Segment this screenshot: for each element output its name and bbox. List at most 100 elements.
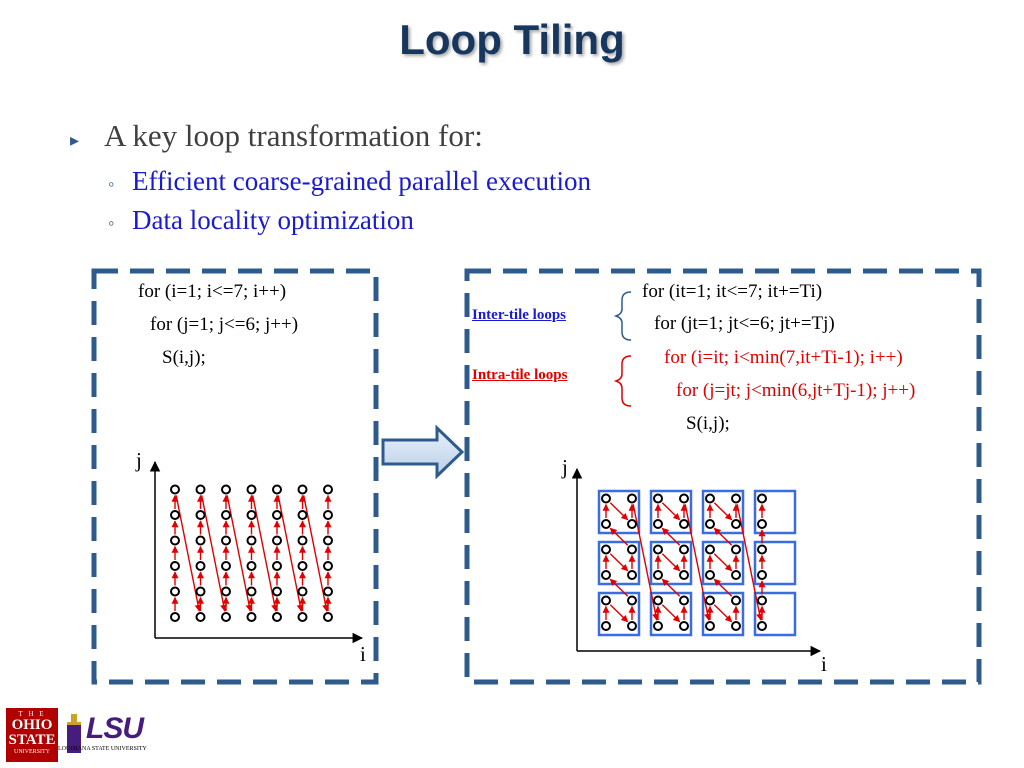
iteration-node bbox=[627, 544, 637, 555]
iteration-node bbox=[246, 484, 257, 495]
iteration-node bbox=[323, 561, 333, 571]
iteration-node bbox=[705, 519, 715, 529]
iteration-node bbox=[297, 561, 308, 571]
iteration-arrow bbox=[609, 604, 629, 623]
iteration-arrow bbox=[175, 495, 202, 612]
iteration-node bbox=[601, 544, 611, 555]
iteration-node bbox=[627, 519, 637, 529]
iteration-node bbox=[601, 595, 611, 606]
iteration-arrow bbox=[609, 578, 629, 597]
iteration-node bbox=[195, 586, 206, 597]
iteration-arrow bbox=[632, 504, 659, 621]
tile-box bbox=[597, 540, 641, 586]
iteration-node bbox=[170, 484, 180, 495]
right-code-line-2: for (jt=1; jt<=6; jt+=Tj) bbox=[654, 313, 835, 334]
transform-arrow-icon bbox=[381, 424, 465, 480]
iteration-arrow bbox=[609, 527, 629, 546]
iteration-node bbox=[601, 570, 611, 580]
tile-box bbox=[701, 540, 745, 586]
iteration-arrow bbox=[713, 578, 733, 597]
iteration-node bbox=[679, 595, 689, 606]
right-code-line-4: for (j=jt; j<min(6,jt+Tj-1); j++) bbox=[676, 380, 916, 401]
iteration-node bbox=[221, 535, 231, 546]
tile-box bbox=[753, 489, 797, 535]
iteration-arrow bbox=[713, 553, 733, 572]
iteration-arrow bbox=[251, 495, 279, 612]
right-code-line-1: for (it=1; it<=7; it+=Ti) bbox=[642, 281, 823, 302]
right-x-axis-label: i bbox=[821, 652, 827, 676]
tile-box bbox=[597, 489, 641, 535]
iteration-node bbox=[601, 621, 611, 631]
iteration-node bbox=[627, 493, 637, 504]
iteration-arrow bbox=[713, 604, 733, 623]
iteration-node bbox=[272, 510, 282, 520]
iteration-node bbox=[731, 519, 741, 529]
iteration-arrow bbox=[609, 553, 629, 572]
iteration-arrow bbox=[661, 604, 681, 623]
iteration-node bbox=[323, 612, 333, 622]
bullet-main-text: A key loop transformation for: bbox=[104, 118, 483, 153]
iteration-node bbox=[627, 595, 637, 606]
iteration-arrow bbox=[713, 527, 733, 546]
iteration-node bbox=[757, 493, 767, 504]
iteration-node bbox=[601, 519, 611, 529]
intra-brace bbox=[613, 355, 632, 407]
left-code-line-2: for (j=1; j<=6; j++) bbox=[150, 314, 299, 335]
triangle-bullet-icon: ▸ bbox=[70, 130, 80, 150]
right-code-line-5: S(i,j); bbox=[686, 413, 730, 434]
iteration-arrow bbox=[661, 502, 681, 521]
iteration-node bbox=[170, 561, 180, 571]
iteration-arrow bbox=[226, 495, 253, 612]
inter-tile-label: Inter-tile loops bbox=[472, 307, 567, 323]
iteration-node bbox=[246, 561, 257, 571]
iteration-node bbox=[705, 493, 715, 504]
left-x-axis-label: i bbox=[360, 642, 366, 666]
iteration-node bbox=[246, 510, 257, 520]
right-iteration-grid bbox=[597, 489, 797, 637]
iteration-node bbox=[601, 493, 611, 504]
right-frame bbox=[464, 268, 982, 685]
iteration-node bbox=[705, 544, 715, 555]
iteration-node bbox=[221, 561, 231, 571]
iteration-node bbox=[705, 595, 715, 606]
left-code-line-3: S(i,j); bbox=[162, 347, 206, 368]
iteration-node bbox=[323, 535, 333, 546]
iteration-node bbox=[323, 586, 333, 597]
lsu-logo-text: LSU bbox=[86, 712, 144, 745]
iteration-node bbox=[195, 510, 206, 520]
tile-box bbox=[701, 489, 745, 535]
iteration-node bbox=[195, 612, 206, 622]
iteration-node bbox=[653, 621, 663, 631]
right-code-line-3: for (i=it; i<min(7,it+Ti-1); i++) bbox=[664, 347, 903, 368]
iteration-arrow bbox=[609, 502, 629, 521]
tile-box bbox=[753, 540, 797, 586]
iteration-node bbox=[653, 519, 663, 529]
iteration-arrow bbox=[661, 527, 681, 546]
left-code-line-1: for (i=1; i<=7; i++) bbox=[138, 281, 287, 302]
iteration-node bbox=[757, 621, 767, 631]
iteration-arrow bbox=[713, 502, 733, 521]
iteration-node bbox=[627, 570, 637, 580]
iteration-node bbox=[246, 612, 257, 622]
iteration-node bbox=[731, 621, 741, 631]
iteration-node bbox=[195, 484, 206, 495]
iteration-node bbox=[731, 493, 741, 504]
left-y-axis-label: j bbox=[136, 448, 142, 472]
iteration-arrow bbox=[302, 495, 330, 612]
right-y-axis-label: j bbox=[562, 455, 568, 479]
left-iteration-grid bbox=[170, 484, 333, 622]
bullet-sub-2-text: Data locality optimization bbox=[132, 205, 414, 235]
iteration-node bbox=[246, 535, 257, 546]
intra-tile-label: Intra-tile loops bbox=[472, 367, 568, 383]
iteration-node bbox=[297, 535, 308, 546]
iteration-node bbox=[323, 510, 333, 520]
iteration-node bbox=[272, 612, 282, 622]
iteration-node bbox=[323, 484, 333, 495]
iteration-node bbox=[195, 561, 206, 571]
iteration-node bbox=[297, 612, 308, 622]
iteration-node bbox=[297, 484, 308, 495]
iteration-node bbox=[221, 510, 231, 520]
iteration-node bbox=[757, 519, 767, 529]
inter-brace bbox=[613, 291, 632, 341]
